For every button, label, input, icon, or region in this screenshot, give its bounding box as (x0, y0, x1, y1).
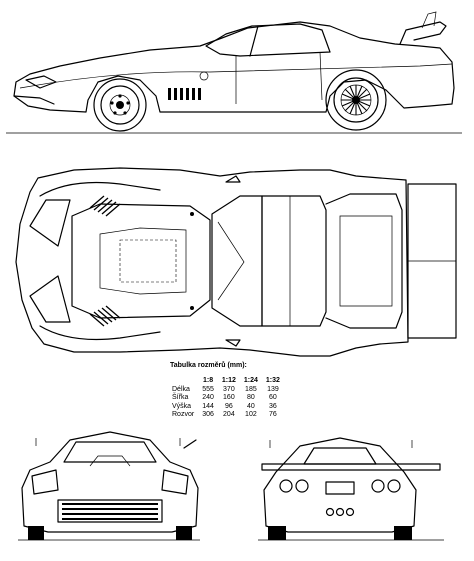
front-hood-bulge (89, 455, 131, 467)
table-cell: 96 (224, 402, 233, 410)
table-row: Rozvor 306 204 102 76 (170, 411, 284, 419)
top-left-headlight (29, 199, 71, 247)
top-hood (71, 203, 211, 319)
front-body-outline (21, 431, 199, 533)
top-rear-window (339, 215, 393, 307)
rear-body-outline (263, 437, 417, 533)
dimension-table-header: 1:8 1:12 1:24 1:32 (170, 377, 284, 385)
table-cell: 139 (267, 385, 279, 393)
rear-dim-ticks (269, 440, 413, 448)
top-marker-right (190, 306, 194, 310)
top-left-mirror (225, 175, 241, 183)
front-left-light (31, 469, 59, 495)
side-window (205, 23, 331, 57)
table-cell: 306 (202, 411, 214, 419)
table-cell: 204 (223, 411, 235, 419)
top-hood-vents-left (89, 195, 121, 217)
row-label: Šířka (172, 394, 189, 402)
front-right-tire (176, 526, 192, 540)
top-roof (261, 195, 327, 327)
front-wing-tip (183, 439, 197, 449)
table-cell: 36 (269, 402, 277, 410)
scale-header: 1:32 (265, 377, 280, 385)
dimension-table-grid: 1:8 1:12 1:24 1:32 Délka 555 370 185 139… (170, 377, 284, 419)
row-label: Rozvor (172, 411, 195, 419)
side-door-lines (235, 51, 323, 104)
side-fuel-cap (199, 71, 209, 81)
top-view (15, 167, 457, 357)
table-cell: 240 (202, 394, 214, 402)
top-marker-left (190, 212, 194, 216)
table-cell: 60 (269, 394, 277, 402)
side-front-wheel (93, 78, 147, 132)
side-front-spoiler (13, 75, 57, 105)
table-row: Šířka 240 160 80 60 (170, 394, 284, 402)
top-body-outline (15, 167, 409, 357)
table-row: Výška 144 96 40 36 (170, 403, 284, 411)
top-hood-bulge (99, 227, 187, 295)
rear-tail-lights (279, 479, 401, 493)
front-left-tire (28, 526, 44, 540)
scale-header: 1:12 (221, 377, 236, 385)
row-label: Délka (172, 385, 190, 393)
top-hood-vents-right (89, 305, 121, 327)
front-dim-ticks (35, 438, 181, 446)
table-cell: 160 (223, 394, 235, 402)
side-rear-wing (399, 21, 447, 45)
rear-left-tire (268, 526, 286, 540)
side-body-outline (13, 21, 455, 113)
table-cell: 144 (202, 402, 214, 410)
top-right-front-fender (39, 325, 161, 341)
table-cell: 40 (247, 402, 255, 410)
rear-license-plate (325, 481, 355, 495)
top-wiper (217, 221, 245, 301)
front-right-light (161, 469, 189, 495)
side-wing-strut (421, 11, 437, 29)
scale-header: 1:24 (243, 377, 258, 385)
table-cell: 185 (245, 385, 257, 393)
rear-exhausts (325, 507, 355, 517)
top-windshield (211, 195, 263, 327)
top-hood-detail (119, 239, 177, 283)
rear-right-tire (394, 526, 412, 540)
rear-view (258, 437, 444, 541)
table-cell: 555 (202, 385, 214, 393)
table-cell: 370 (223, 385, 235, 393)
front-grille-pattern (62, 503, 158, 520)
dimension-table-corner (170, 377, 198, 385)
row-label: Výška (172, 402, 192, 410)
side-pillar (249, 25, 259, 57)
top-rear-deck (325, 193, 403, 329)
side-view (6, 11, 462, 134)
side-vents (168, 88, 201, 100)
scale-header: 1:8 (202, 377, 214, 385)
front-windshield (63, 441, 157, 463)
table-cell: 80 (247, 394, 255, 402)
rear-window (303, 447, 377, 465)
dimension-table: Tabulka rozměrů (mm): 1:8 1:12 1:24 1:32… (170, 362, 310, 419)
side-rear-wheel (325, 69, 387, 131)
front-view (18, 431, 200, 541)
table-row: Délka 555 370 185 139 (170, 386, 284, 394)
dimension-table-title: Tabulka rozměrů (mm): (170, 362, 247, 369)
rear-wing (261, 463, 441, 471)
top-left-front-fender (39, 181, 161, 197)
side-belt-line (19, 63, 453, 89)
top-right-mirror (225, 339, 241, 347)
table-cell: 102 (245, 411, 257, 419)
top-right-headlight (29, 275, 71, 323)
front-grille (57, 499, 163, 523)
table-cell: 76 (269, 411, 277, 419)
